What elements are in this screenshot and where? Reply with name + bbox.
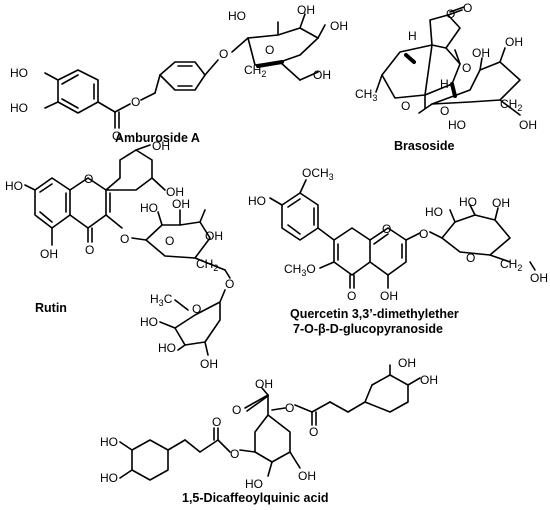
label-ch2: CH2 [244,63,266,79]
label-ho: HO [158,341,176,355]
label-oh: OH [255,377,273,391]
label-ho: HO [448,118,466,132]
label-oh: OH [297,3,315,17]
dicaffeoylquinic-acid-structure: OH O O O O O OH OH HO HO HO OH 1,5-Dicaf… [100,356,438,505]
label-o: O [446,7,455,21]
caption-amburoside-a: Amburoside A [115,131,200,145]
label-o: O [230,447,239,461]
label-h: H [440,77,449,91]
label-o: O [212,415,221,429]
caption-brasoside: Brasoside [394,139,454,153]
label-o: O [463,1,472,15]
label-oh: OH [530,271,548,285]
label-o: O [131,95,140,109]
label-o: O [265,43,274,57]
label-o: O [232,403,241,417]
label-ho: HO [10,101,28,115]
label-oh: OH [519,118,537,132]
label-oh: OH [380,289,398,303]
label-o: O [466,251,475,265]
label-o: O [192,302,201,316]
label-o: O [309,425,318,439]
caption-quercetin-line2: 7-O-β-D-glucopyranoside [293,322,443,336]
label-ho: HO [248,194,266,208]
label-o: O [225,277,234,291]
label-ho: HO [10,66,28,80]
label-o: O [165,234,174,248]
label-ho: HO [140,315,158,329]
label-ch2: CH2 [500,97,522,113]
label-ch2: CH2 [196,257,218,273]
quercetin-dimethylether-glucoside-structure: OCH3 HO O CH3O O OH O O HO HO OH CH2 OH … [248,166,548,336]
label-o: O [347,289,356,303]
brasoside-structure: O O O H H CH3 O O OH OH HO CH2 OH Brasos… [355,1,537,153]
label-o: O [382,222,391,236]
label-ho: HO [140,201,158,215]
label-oh: OH [166,185,184,199]
label-o: O [462,61,471,75]
label-o: O [419,227,428,241]
label-o: O [120,232,129,246]
label-ho: HO [100,471,118,485]
label-oh: OH [40,247,58,261]
caption-dicaffeoylquinic-acid: 1,5-Dicaffeoylquinic acid [182,491,329,505]
label-oh: OH [420,373,438,387]
label-oh: OH [200,357,218,371]
label-ho: HO [459,195,477,209]
label-oh: OH [298,469,316,483]
label-oh: OH [505,35,523,49]
label-och3: OCH3 [302,166,334,182]
label-o: O [84,172,93,186]
label-oh: OH [330,19,348,33]
label-ho: HO [100,435,118,449]
label-ho: HO [245,477,263,491]
label-o: O [219,47,228,61]
label-ch3: CH3 [355,87,377,103]
label-ch2: CH2 [500,257,522,273]
label-h: H [408,29,417,43]
caption-rutin: Rutin [35,301,67,315]
label-ho: HO [5,179,23,193]
label-oh: OH [152,139,170,153]
label-o: O [440,104,449,118]
amburoside-a-structure: HO HO O O O O HO OH OH CH2 OH Amburoside… [10,3,348,145]
label-oh: OH [492,196,510,210]
label-ho: HO [228,9,246,23]
caption-quercetin-line1: Quercetin 3,3’-dimethylether [290,307,459,321]
label-o: O [112,129,121,143]
label-oh: OH [313,68,331,82]
label-o: O [401,99,410,113]
rutin-structure: HO OH O O OH OH O O HO OH OH CH2 O O H3C… [5,139,234,371]
label-ho: HO [425,205,443,219]
label-ch3o: CH3O [284,262,316,278]
label-oh: OH [205,229,223,243]
label-h3c: H3C [150,292,173,308]
label-oh: OH [172,197,190,211]
label-oh: OH [398,356,416,370]
label-o: O [85,243,94,257]
label-oh: OH [472,46,490,60]
label-o: O [285,401,294,415]
